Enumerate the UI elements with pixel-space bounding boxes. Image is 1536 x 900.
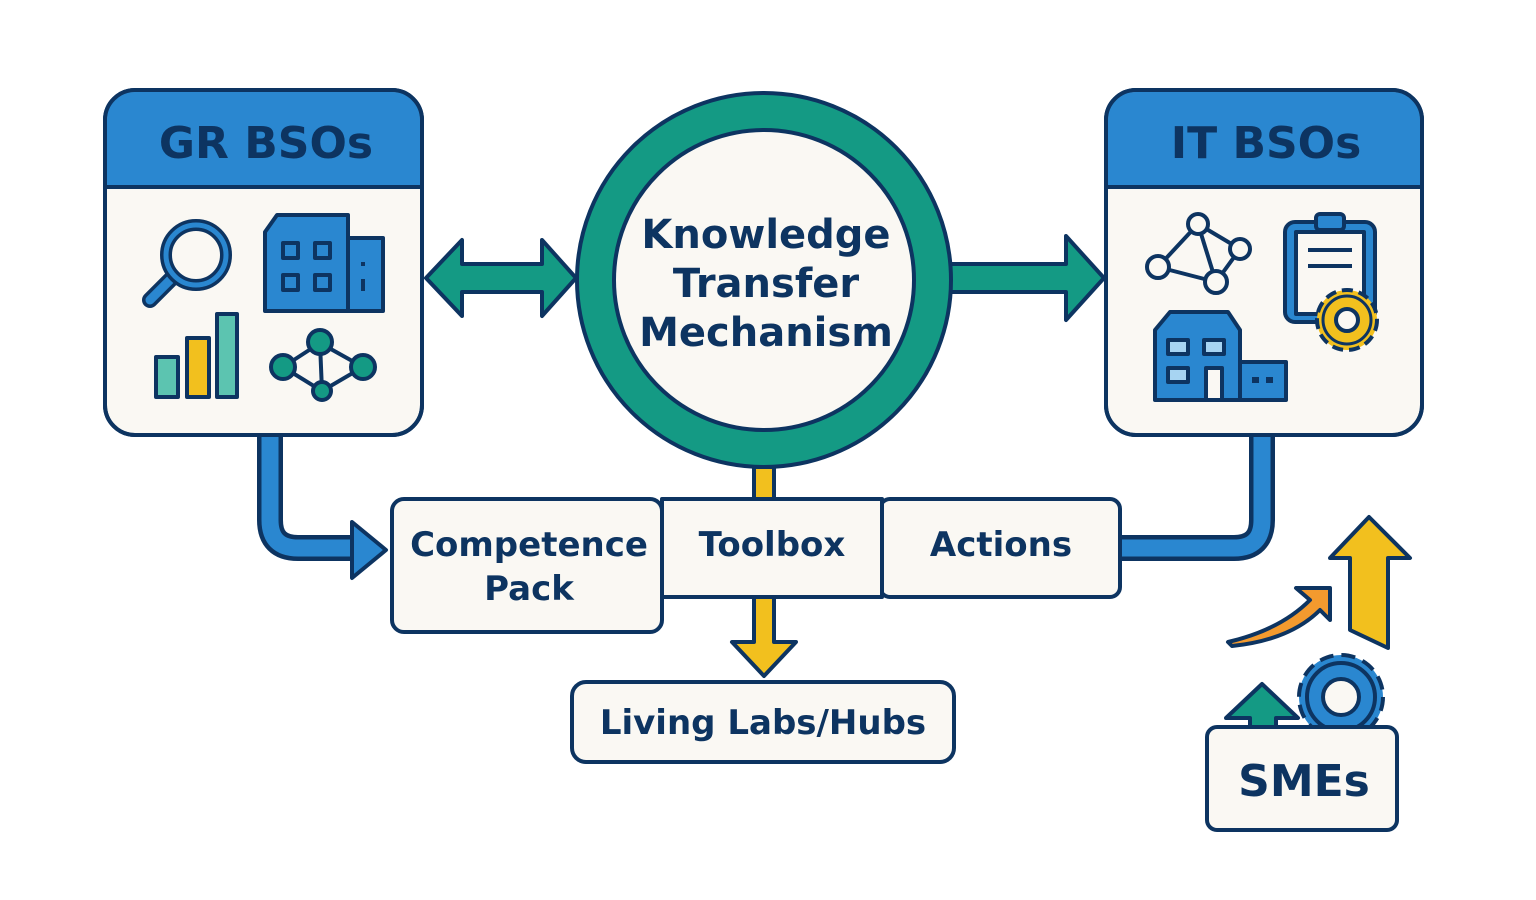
toolbox-label: Toolbox [699,525,846,565]
competence-line-1: Competence [410,525,648,565]
smes-box [1205,725,1399,832]
building-icon [263,213,385,313]
competence-line-2: Pack [484,569,575,609]
center-line-2: Transfer [673,261,859,307]
actions-label: Actions [930,525,1072,565]
it-bsos-title: IT BSOs [1171,118,1362,169]
arrow-to-it-bsos [948,234,1106,322]
gear-icon [1297,653,1385,741]
connector-it-to-components [1118,437,1275,561]
green-up-arrow-icon [1224,682,1300,732]
clipboard-gear-icon [1283,212,1379,352]
living-labs-box: Living Labs/Hubs [570,680,956,764]
magnifier-icon [142,219,232,308]
growth-arrow-icon [1226,586,1332,648]
it-bsos-box: IT BSOs [1104,88,1424,437]
connector-circle-to-toolbox [752,465,776,501]
components-bar: Competence Pack Toolbox Actions [390,497,1122,634]
competence-pack-box [390,497,664,634]
gr-bsos-box: GR BSOs [103,88,424,437]
up-arrow-icon [1328,515,1412,650]
network-icon [1145,212,1252,295]
bar-chart-icon [154,312,239,399]
arrow-to-living-labs [730,595,798,678]
building-icon [1153,310,1288,402]
bidirectional-arrow [424,238,578,318]
network-icon [269,328,377,402]
center-line-3: Mechanism [639,310,893,356]
smes-label: SMEs [1238,756,1370,807]
smes-group: SMEs [1205,515,1412,832]
knowledge-transfer-circle: Knowledge Transfer Mechanism [575,91,953,469]
gr-bsos-title: GR BSOs [159,118,373,169]
connector-gr-to-components [257,437,388,580]
living-labs-label: Living Labs/Hubs [600,703,926,743]
center-line-1: Knowledge [641,212,890,258]
